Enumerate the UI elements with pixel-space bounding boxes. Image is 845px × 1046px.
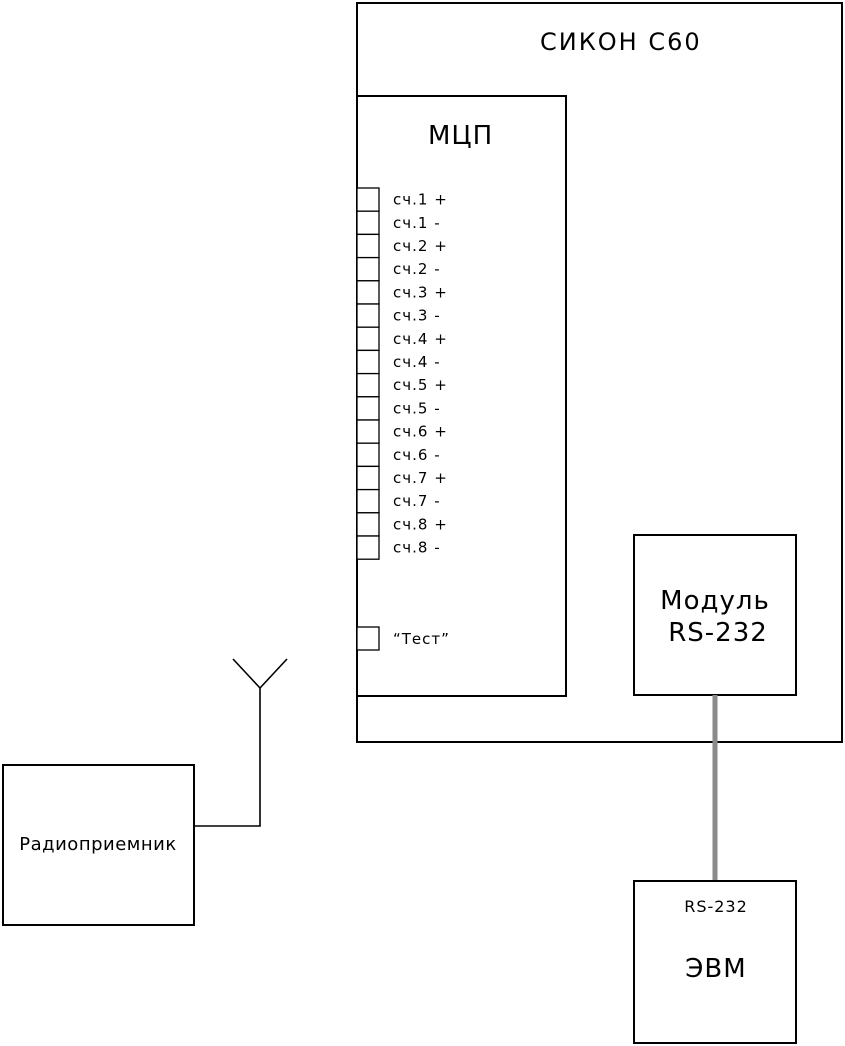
channel-label: сч.8 + [393, 515, 448, 533]
radio-receiver: Радиоприемник [2, 764, 195, 926]
channel-terminal[interactable] [356, 349, 380, 375]
rs232-module-label-line2: RS-232 [668, 618, 768, 648]
radio-receiver-frame [2, 764, 195, 926]
channel-terminal[interactable] [356, 488, 380, 514]
channel-terminal[interactable] [356, 442, 380, 468]
channel-label: сч.5 - [393, 399, 441, 417]
channel-terminal[interactable] [356, 372, 380, 398]
antenna-right-arm [259, 658, 288, 689]
channel-terminal[interactable] [356, 187, 380, 212]
channel-label: сч.3 + [393, 283, 448, 301]
channel-label: сч.5 + [393, 376, 448, 394]
channel-list: сч.1 + сч.1 - сч.2 + сч.2 - сч.3 + сч.3 - сч.4… [356, 187, 448, 560]
channel-label: сч.2 - [393, 260, 441, 278]
antenna-icon [194, 658, 288, 827]
channel-terminal[interactable] [356, 396, 380, 421]
channel-terminal[interactable] [356, 419, 380, 444]
rs232-module: Модуль RS-232 [633, 534, 797, 696]
channel-label: сч.6 - [393, 446, 441, 464]
test-terminal-label: “Тест” [393, 630, 450, 648]
antenna-left-arm [232, 658, 261, 689]
channel-terminal[interactable] [356, 256, 380, 282]
computer: RS-232 ЭВМ [633, 880, 797, 1044]
channel-terminal[interactable] [356, 280, 380, 305]
channel-terminal[interactable] [356, 303, 380, 328]
rs232-module-label-line1: Модуль [660, 586, 770, 616]
sikon-device: СИКОН С60 [356, 2, 843, 743]
channel-terminal[interactable] [356, 210, 380, 236]
radio-receiver-title: Радиоприемник [19, 834, 176, 855]
channel-label: сч.1 - [393, 214, 441, 232]
mcp-block: МЦП сч.1 + сч.1 - сч.2 + сч.2 - сч.3 + сч.3 -… [356, 95, 567, 697]
channel-label: сч.1 + [393, 191, 448, 209]
sikon-device-title: СИКОН С60 [540, 28, 702, 56]
test-terminal[interactable] [356, 626, 380, 651]
mcp-block-title: МЦП [428, 121, 493, 151]
channel-terminal[interactable] [356, 233, 380, 259]
channel-label: сч.3 - [393, 307, 441, 325]
channel-label: сч.8 - [393, 539, 441, 557]
channel-terminal[interactable] [356, 465, 380, 491]
channel-label: сч.4 - [393, 353, 441, 371]
channel-label: сч.7 - [393, 492, 441, 510]
channel-terminal[interactable] [356, 512, 380, 537]
channel-terminal[interactable] [356, 326, 380, 352]
computer-frame [633, 880, 797, 1044]
mcp-block-frame [356, 95, 567, 697]
channel-terminal[interactable] [356, 535, 380, 560]
channel-label: сч.4 + [393, 330, 448, 348]
channel-label: сч.2 + [393, 237, 448, 255]
channel-label: сч.6 + [393, 423, 448, 441]
computer-port-label: RS-232 [684, 897, 748, 916]
computer-title: ЭВМ [685, 954, 746, 984]
antenna-feed-line [194, 688, 261, 827]
channel-label: сч.7 + [393, 469, 448, 487]
